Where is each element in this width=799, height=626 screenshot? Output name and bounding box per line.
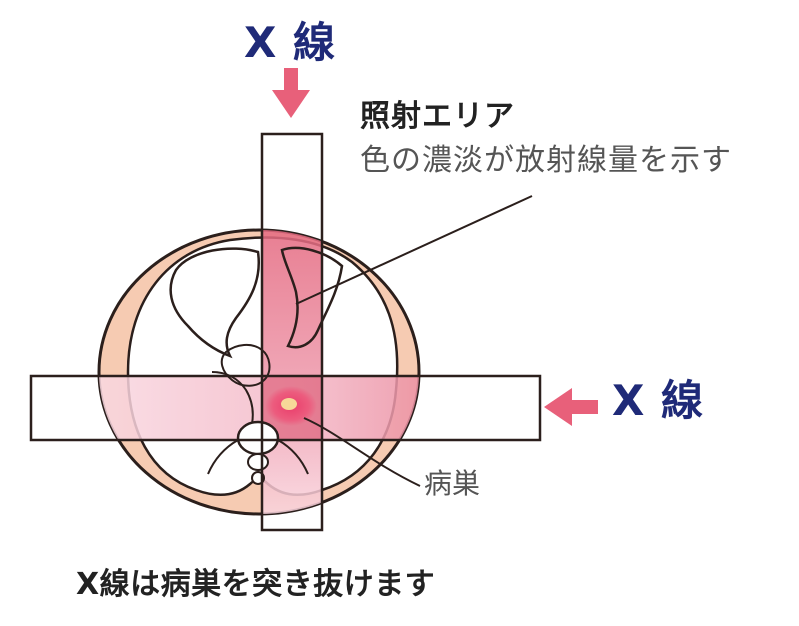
area-leader-line	[295, 195, 533, 305]
vertical-beam	[260, 132, 324, 532]
spinal-canal	[247, 453, 269, 471]
heart	[220, 344, 271, 387]
irradiation-area-title: 照射エリア	[360, 99, 515, 134]
caption: X線は病巣を突き抜けます	[76, 567, 436, 602]
spine-body	[236, 420, 280, 456]
rib-right	[277, 439, 309, 475]
lesion-label: 病巣	[424, 467, 481, 500]
xray-top-label: X 線	[244, 18, 337, 67]
lesion-core	[281, 398, 297, 410]
arrow-down-icon	[272, 68, 310, 118]
xray-right-label: X 線	[612, 376, 705, 425]
horizontal-beam	[29, 374, 542, 442]
lesion-leader-line	[303, 417, 421, 487]
arrow-left-icon	[544, 388, 598, 426]
left-lung	[169, 247, 261, 359]
mediastinum-line	[211, 371, 254, 425]
right-lung	[280, 246, 344, 349]
irradiation-area-description: 色の濃淡が放射線量を示す	[360, 143, 732, 178]
rib-left	[207, 439, 239, 475]
